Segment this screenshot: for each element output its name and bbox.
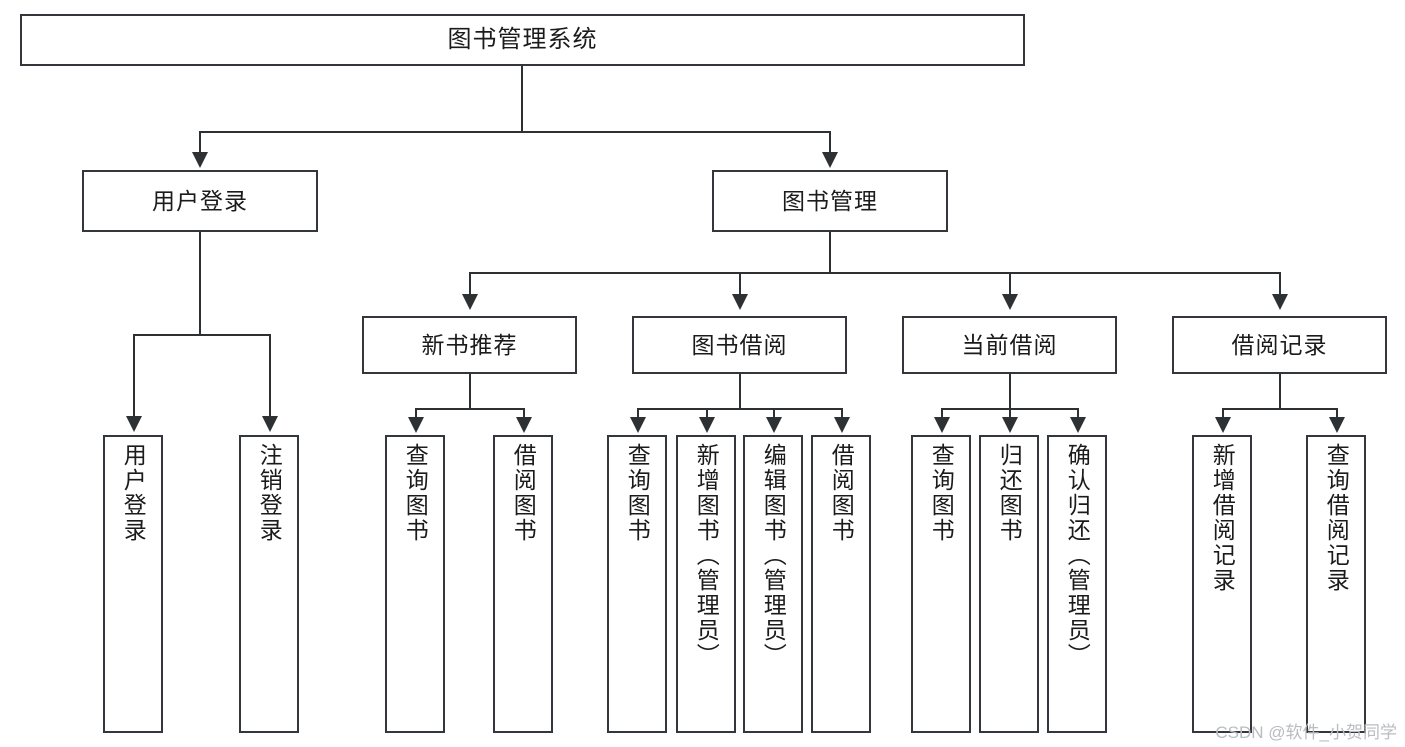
connector-book-borrow-stem: [739, 374, 741, 409]
connector-user-login-stem: [199, 232, 201, 335]
leaf-new-book-borrow[interactable]: 借阅图书: [493, 435, 553, 733]
arrow-bb-to-leaf-1: [630, 417, 646, 433]
connector-bb-to-leaf-2: [706, 408, 708, 420]
leaf-current-borrow-return[interactable]: 归还图书: [979, 435, 1039, 733]
connector-br-to-leaf-1: [1222, 408, 1224, 420]
connector-bm-to-new-book: [469, 272, 471, 296]
leaf-new-book-query[interactable]: 查询图书: [385, 435, 445, 733]
node-book-management[interactable]: 图书管理: [712, 170, 948, 232]
arrow-bb-to-leaf-2: [699, 417, 715, 433]
leaf-label: 查询图书: [928, 443, 955, 543]
leaf-current-borrow-confirm-return[interactable]: 确认归还（管理员）: [1047, 435, 1107, 733]
leaf-user-login-logout[interactable]: 注销登录: [239, 435, 299, 733]
connector-root-bar: [199, 131, 831, 133]
leaf-label: 新增借阅记录: [1209, 443, 1236, 593]
arrow-cb-to-leaf-1: [934, 417, 950, 433]
connector-nb-to-leaf-1: [415, 408, 417, 420]
connector-user-login-bar: [133, 334, 271, 336]
leaf-label: 编辑图书（管理员）: [760, 443, 787, 668]
connector-user-login-to-leaf-2: [269, 334, 271, 419]
node-current-borrow[interactable]: 当前借阅: [902, 316, 1117, 374]
leaf-book-borrow-borrow[interactable]: 借阅图书: [811, 435, 871, 733]
connector-borrow-record-bar: [1222, 408, 1338, 410]
connector-bb-to-leaf-1: [637, 408, 639, 420]
connector-cb-to-leaf-2: [1009, 408, 1011, 420]
connector-bb-to-leaf-4: [841, 408, 843, 420]
node-book-borrow[interactable]: 图书借阅: [632, 316, 847, 374]
node-borrow-record[interactable]: 借阅记录: [1172, 316, 1387, 374]
arrow-cb-to-leaf-3: [1070, 417, 1086, 433]
leaf-book-borrow-add[interactable]: 新增图书（管理员）: [676, 435, 736, 733]
leaf-book-borrow-query[interactable]: 查询图书: [607, 435, 667, 733]
connector-current-borrow-stem: [1009, 374, 1011, 409]
connector-new-book-bar: [415, 408, 525, 410]
arrow-user-login-to-leaf-1: [126, 416, 142, 432]
connector-bm-to-borrow-record: [1279, 272, 1281, 296]
leaf-label: 查询图书: [402, 443, 429, 543]
connector-nb-to-leaf-2: [523, 408, 525, 420]
leaf-label: 归还图书: [996, 443, 1023, 543]
connector-cb-to-leaf-3: [1077, 408, 1079, 420]
connector-br-to-leaf-2: [1336, 408, 1338, 420]
leaf-label: 注销登录: [256, 443, 283, 543]
leaf-label: 确认归还（管理员）: [1064, 443, 1091, 668]
leaf-current-borrow-query[interactable]: 查询图书: [911, 435, 971, 733]
connector-root-stem: [521, 66, 523, 132]
arrow-bm-to-current-borrow: [1002, 294, 1018, 310]
leaf-label: 新增图书（管理员）: [693, 443, 720, 668]
connector-root-to-user-login: [199, 131, 201, 155]
arrow-bm-to-borrow-record: [1272, 294, 1288, 310]
connector-cb-to-leaf-1: [941, 408, 943, 420]
arrow-root-to-book-management: [822, 152, 838, 168]
connector-new-book-stem: [469, 374, 471, 409]
arrow-br-to-leaf-2: [1329, 417, 1345, 433]
leaf-label: 查询借阅记录: [1323, 443, 1350, 593]
arrow-bb-to-leaf-3: [766, 417, 782, 433]
arrow-nb-to-leaf-2: [516, 417, 532, 433]
connector-bb-to-leaf-3: [773, 408, 775, 420]
connector-bm-to-current-borrow: [1009, 272, 1011, 296]
leaf-borrow-record-query[interactable]: 查询借阅记录: [1306, 435, 1366, 733]
leaf-borrow-record-add[interactable]: 新增借阅记录: [1192, 435, 1252, 733]
connector-book-borrow-bar: [637, 408, 842, 410]
arrow-bb-to-leaf-4: [834, 417, 850, 433]
node-new-book-recommend[interactable]: 新书推荐: [362, 316, 577, 374]
connector-book-management-bar: [469, 272, 1281, 274]
node-root-book-management-system[interactable]: 图书管理系统: [20, 14, 1025, 66]
arrow-nb-to-leaf-1: [408, 417, 424, 433]
node-user-login[interactable]: 用户登录: [82, 170, 318, 232]
leaf-label: 查询图书: [624, 443, 651, 543]
connector-borrow-record-stem: [1279, 374, 1281, 409]
arrow-user-login-to-leaf-2: [262, 416, 278, 432]
leaf-book-borrow-edit[interactable]: 编辑图书（管理员）: [743, 435, 803, 733]
arrow-root-to-user-login: [192, 152, 208, 168]
leaf-label: 借阅图书: [828, 443, 855, 543]
connector-root-to-book-management: [829, 131, 831, 155]
connector-book-management-stem: [829, 232, 831, 274]
arrow-bm-to-new-book: [462, 294, 478, 310]
csdn-watermark: CSDN @软件_小贺同学: [1215, 723, 1397, 742]
connector-user-login-to-leaf-1: [133, 334, 135, 419]
leaf-label: 借阅图书: [510, 443, 537, 543]
arrow-br-to-leaf-1: [1215, 417, 1231, 433]
arrow-bm-to-book-borrow: [732, 294, 748, 310]
arrow-cb-to-leaf-2: [1002, 417, 1018, 433]
connector-bm-to-book-borrow: [739, 272, 741, 296]
leaf-user-login-login[interactable]: 用户登录: [103, 435, 163, 733]
leaf-label: 用户登录: [120, 443, 147, 543]
